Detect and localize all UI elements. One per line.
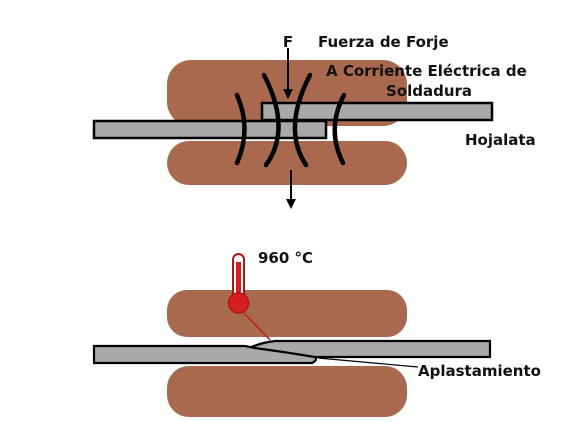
upper-electrode-bottom	[167, 290, 407, 337]
current-field-arcs	[234, 72, 347, 168]
lower-sheet-top	[92, 119, 328, 140]
flattening-label: Aplastamiento	[418, 362, 541, 380]
arrow-down-icon	[283, 48, 293, 99]
upper-sheet-top	[260, 101, 494, 122]
thermometer-icon	[227, 253, 271, 341]
top-diagram: F Fuerza de Forje A Corriente Eléctrica …	[92, 33, 536, 209]
lower-electrode-bottom	[167, 366, 407, 417]
force-symbol-label: F	[283, 33, 293, 51]
tinplate-label: Hojalata	[465, 131, 536, 149]
lower-sheet-bottom	[92, 344, 318, 365]
current-label-line1: A Corriente Eléctrica de	[326, 62, 527, 80]
temperature-label: 960 °C	[258, 249, 313, 267]
bottom-diagram: 960 °C Aplastamiento	[92, 249, 541, 417]
lower-electrode-top	[167, 141, 407, 185]
forge-force-label: Fuerza de Forje	[318, 33, 449, 51]
current-label-line2: Soldadura	[386, 82, 472, 100]
flattening-pointer	[317, 357, 419, 368]
arrow-down-icon	[286, 170, 296, 209]
